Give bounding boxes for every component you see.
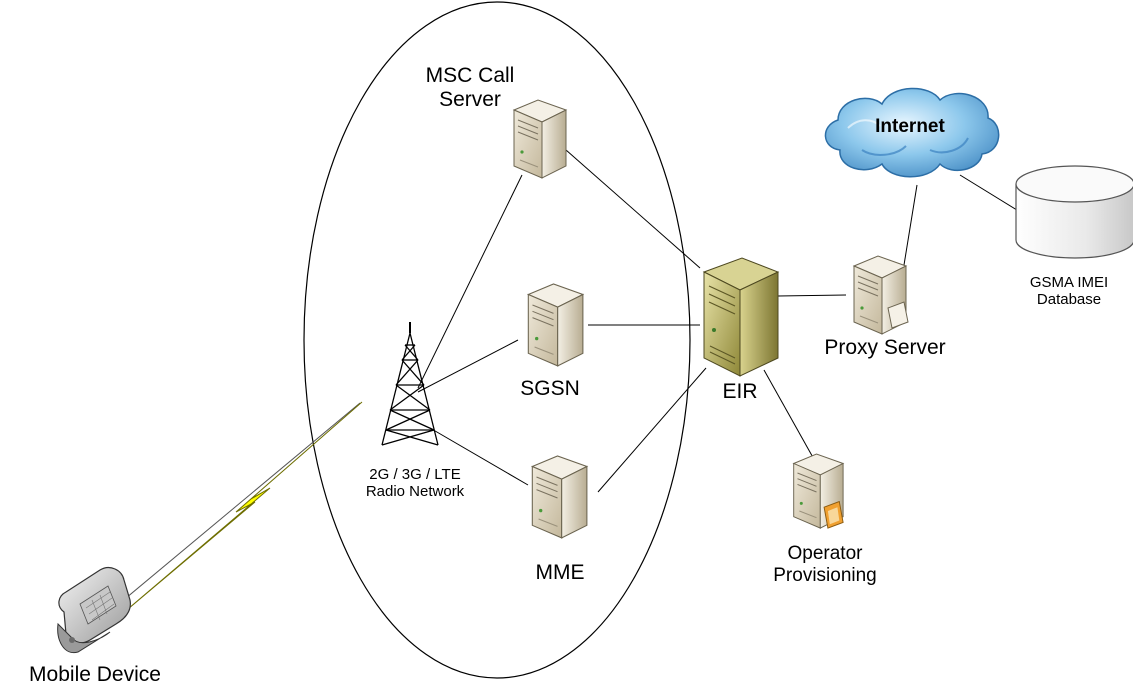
connection-lines	[119, 149, 1026, 604]
mme-server-icon	[531, 455, 588, 539]
edge-msc-eir	[565, 149, 701, 269]
lightning-bolt-icon	[121, 401, 363, 615]
core-network-boundary	[303, 1, 691, 679]
proxy-server-label: Proxy Server	[824, 336, 946, 359]
mobile-phone-icon	[57, 567, 131, 654]
internet-label: Internet	[875, 116, 945, 137]
provisioning-server-icon	[793, 453, 844, 529]
eir-label: EIR	[722, 380, 758, 403]
edge-mme-eir	[597, 367, 707, 493]
edge-radio-sgsn	[417, 339, 519, 393]
edge-proxy-internet	[903, 184, 918, 266]
proxy-server-icon	[853, 255, 909, 335]
edge-phone-radio	[119, 402, 361, 604]
database-cylinder-icon	[1015, 165, 1133, 259]
radio-tower-icon	[381, 322, 439, 446]
edge-eir-proxy	[777, 294, 847, 297]
eir-server-icon	[702, 257, 780, 377]
edge-eir-provisioning	[763, 369, 821, 471]
edge-internet-database	[959, 174, 1026, 216]
edge-radio-msc	[417, 174, 523, 389]
sgsn-server-icon	[527, 283, 584, 367]
mobile-device-label: Mobile Device	[29, 663, 161, 686]
mme-label: MME	[535, 561, 585, 584]
sgsn-label: SGSN	[520, 377, 580, 400]
cloud-icon	[824, 87, 1000, 178]
edge-radio-mme	[429, 427, 529, 486]
